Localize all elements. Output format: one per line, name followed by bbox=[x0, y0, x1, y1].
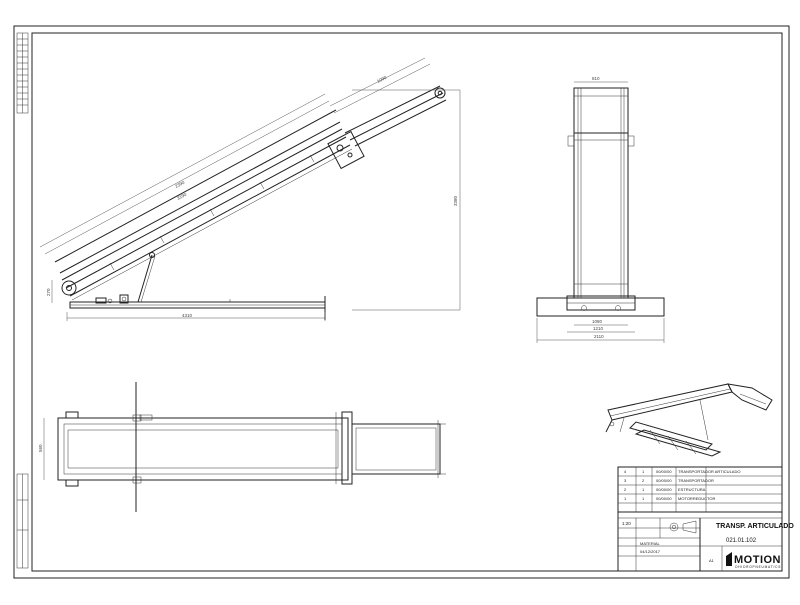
revision-desc: TRANSPORTADOR ARTICULADO bbox=[678, 469, 740, 474]
dim-long-section: 2390 bbox=[174, 180, 186, 189]
logo-mark-icon bbox=[726, 552, 732, 566]
dim-side-height: 3380 bbox=[453, 195, 458, 206]
logo-sub: OHIDROPNEUMATICS bbox=[735, 565, 781, 569]
articulation-joint bbox=[327, 130, 365, 170]
revision-qty: 1 bbox=[642, 487, 645, 492]
end-view: 810 1080 1210 2110 bbox=[536, 76, 665, 343]
dim-end-inner: 1080 bbox=[592, 319, 603, 324]
revision-date: 00/00/00 bbox=[656, 478, 672, 483]
revision-date: 00/00/00 bbox=[656, 496, 672, 501]
lower-conveyor-frame bbox=[54, 109, 353, 301]
base-frame bbox=[69, 294, 326, 320]
side-view: 4310 3380 2390 3190 1090 270 bbox=[39, 57, 461, 321]
dim-end-upper: 810 bbox=[592, 76, 600, 81]
isometric-view bbox=[605, 383, 773, 457]
revision-desc: TRANSPORTADOR bbox=[678, 478, 714, 483]
sheet-size: A1 bbox=[709, 558, 715, 563]
drawing-scale: 1:20 bbox=[622, 521, 631, 526]
revision-desc: ESTRUCTURA bbox=[678, 487, 706, 492]
dim-upper-section: 1090 bbox=[376, 75, 388, 84]
dim-end-mid: 1210 bbox=[593, 326, 604, 331]
revision-row: 4 1 00/00/00 TRANSPORTADOR ARTICULADO bbox=[624, 469, 740, 474]
side-view-dimensions: 4310 3380 2390 3190 1090 270 bbox=[39, 57, 461, 321]
revision-rev: 3 bbox=[624, 478, 627, 483]
left-revision-strip bbox=[16, 32, 29, 569]
revision-row: 2 1 00/00/00 ESTRUCTURA bbox=[624, 487, 706, 492]
drawing-date: 04/12/2017 bbox=[640, 549, 661, 554]
revision-qty: 1 bbox=[642, 469, 645, 474]
revision-rev: 4 bbox=[624, 469, 627, 474]
dim-plan-width: 560 bbox=[38, 444, 43, 452]
lift-cylinder bbox=[137, 252, 156, 303]
dim-left-height: 270 bbox=[46, 288, 51, 296]
revision-rev: 2 bbox=[624, 487, 627, 492]
revision-row: 3 2 00/00/00 TRANSPORTADOR bbox=[624, 478, 714, 483]
revision-row: 1 1 00/00/00 MOTORREDUCTOR bbox=[624, 496, 716, 501]
dim-end-outer: 2110 bbox=[594, 334, 604, 339]
title-block: 4 1 00/00/00 TRANSPORTADOR ARTICULADO 3 … bbox=[617, 466, 794, 572]
projection-symbol-icon bbox=[669, 520, 697, 534]
drawing-title: TRANSP. ARTICULADO bbox=[716, 523, 794, 530]
revision-qty: 2 bbox=[642, 478, 645, 483]
upper-conveyor-frame bbox=[344, 85, 447, 147]
revision-rev: 1 bbox=[624, 496, 627, 501]
dim-side-length: 4310 bbox=[182, 313, 193, 318]
outer-border bbox=[13, 25, 790, 579]
dim-belt-length: 3190 bbox=[176, 192, 188, 201]
logo-main: MOTION bbox=[734, 554, 781, 566]
revision-qty: 1 bbox=[642, 496, 645, 501]
revision-date: 00/00/00 bbox=[656, 487, 672, 492]
plan-view: 560 bbox=[38, 382, 446, 512]
revision-date: 00/00/00 bbox=[656, 469, 672, 474]
revision-desc: MOTORREDUCTOR bbox=[678, 496, 716, 501]
inner-border bbox=[31, 32, 783, 572]
drawing-code: 021.01.102 bbox=[726, 538, 757, 544]
material-label: MATERIAL bbox=[640, 541, 660, 546]
company-logo: MOTION OHIDROPNEUMATICS bbox=[726, 552, 781, 569]
